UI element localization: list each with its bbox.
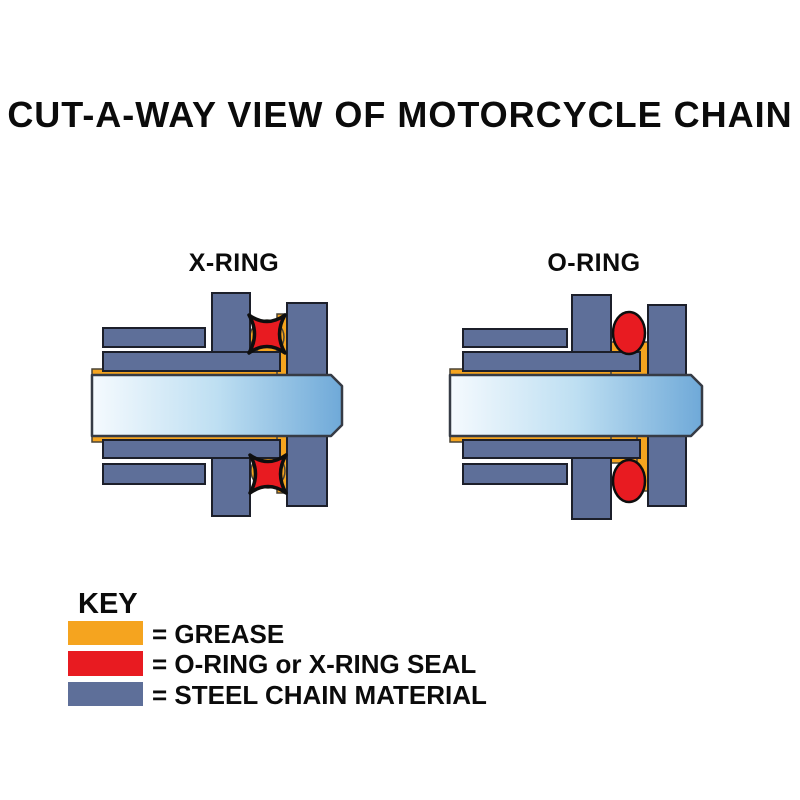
page-title: CUT-A-WAY VIEW OF MOTORCYCLE CHAIN (7, 94, 792, 135)
chain-pin (90, 373, 344, 438)
o-ring-label: O-RING (547, 249, 640, 277)
key-swatch-seal (68, 651, 143, 676)
x-ring-seal-top (247, 313, 287, 355)
inner-link-plate-top (571, 294, 612, 356)
bushing-plate-bottom (462, 439, 641, 459)
inner-link-plate-top (211, 292, 251, 356)
key-swatch-grease (68, 621, 143, 645)
o-ring-seal-top (611, 310, 647, 356)
x-ring-label: X-RING (189, 249, 280, 277)
key-heading: KEY (78, 588, 138, 620)
key-label-grease: = GREASE (152, 619, 284, 649)
roller-plate-top (102, 327, 206, 348)
key-label-seal: = O-RING or X-RING SEAL (152, 649, 476, 679)
o-ring-diagram: O-RING (448, 249, 704, 520)
x-ring-seal-bottom (248, 453, 288, 495)
roller-plate-top (462, 328, 568, 348)
x-ring-diagram: X-RING (90, 249, 344, 517)
key-legend: KEY = GREASE = O-RING or X-RING SEAL = S… (68, 588, 487, 710)
bushing-plate-bottom (102, 439, 281, 459)
roller-plate-bottom (102, 463, 206, 485)
roller-plate-bottom (462, 463, 568, 485)
bushing-plate-top (102, 351, 281, 372)
key-label-steel: = STEEL CHAIN MATERIAL (152, 680, 487, 710)
bushing-plate-top (462, 351, 641, 372)
key-swatch-steel (68, 682, 143, 706)
chain-pin (448, 373, 704, 438)
o-ring-seal-bottom (611, 458, 647, 504)
